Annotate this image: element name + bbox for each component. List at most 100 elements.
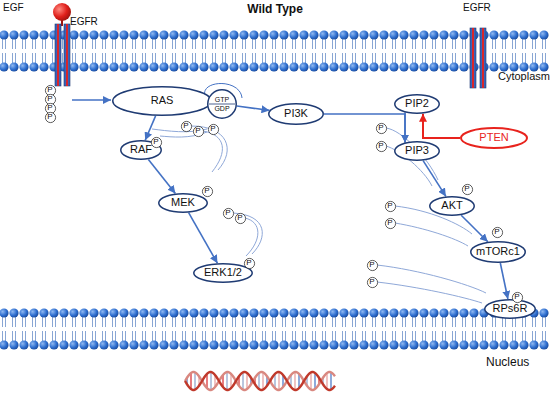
- lipid-tail: [122, 53, 123, 63]
- lipid-tail: [5, 331, 6, 341]
- lipid-head: [459, 30, 468, 39]
- lipid-head: [99, 30, 108, 39]
- lipid-head: [299, 340, 308, 349]
- lipid-tail: [82, 39, 83, 49]
- protein-name: RAF: [130, 144, 152, 156]
- lipid-tail: [115, 39, 116, 49]
- phospho-curve: [377, 282, 482, 303]
- lipid-head: [259, 340, 268, 349]
- lipid-head: [0, 340, 9, 349]
- lipid-tail: [275, 53, 276, 63]
- lipid-head: [269, 308, 278, 317]
- phosphate-label: P: [47, 95, 52, 103]
- lipid-tail: [72, 53, 73, 63]
- lipid-tail: [352, 53, 353, 63]
- ellipse-shape: [395, 95, 440, 114]
- gtp-gdp-circle: GTPGDP: [207, 89, 237, 119]
- lipid-tail: [415, 317, 416, 327]
- ellipse-shape: [485, 300, 536, 319]
- lipid-tail: [135, 331, 136, 341]
- lipid-tail: [422, 53, 423, 63]
- lipid-tail: [122, 39, 123, 49]
- lipid-tail: [235, 331, 236, 341]
- lipid-tail: [205, 331, 206, 341]
- lipid-tail: [172, 331, 173, 341]
- lipid-head: [249, 308, 258, 317]
- lipid-tail: [152, 53, 153, 63]
- dna-rung: [226, 372, 227, 390]
- receptor-bar: [480, 28, 486, 88]
- lipid-tail: [245, 317, 246, 327]
- phosphate-circle: P: [235, 213, 246, 224]
- lipid-tail: [425, 39, 426, 49]
- lipid-tail: [462, 39, 463, 49]
- phosphate-circle: P: [376, 141, 387, 152]
- lipid-head: [429, 340, 438, 349]
- lipid-tail: [395, 39, 396, 49]
- lipid-tail: [252, 317, 253, 327]
- lipid-tail: [165, 331, 166, 341]
- circle-shape: [462, 184, 472, 194]
- protein-ellipse: ERK1/2: [193, 263, 253, 283]
- lipid-tail: [272, 39, 273, 49]
- phosphate-label: P: [494, 228, 499, 236]
- lipid-head: [169, 62, 178, 71]
- protein-name: RPs6R: [493, 303, 528, 315]
- lipid-head: [9, 340, 18, 349]
- lipid-tail: [532, 317, 533, 327]
- lipid-tail: [172, 39, 173, 49]
- lipid-tail: [132, 331, 133, 341]
- lipid-tail: [325, 53, 326, 63]
- lipid-tail: [142, 53, 143, 63]
- lipid-tail: [195, 317, 196, 327]
- lipid-head: [329, 308, 338, 317]
- lipid-head: [389, 30, 398, 39]
- lipid-head: [409, 62, 418, 71]
- lipid-head: [149, 62, 158, 71]
- lipid-tail: [405, 317, 406, 327]
- lipid-head: [19, 30, 28, 39]
- lipid-tail: [365, 53, 366, 63]
- lipid-tail: [435, 331, 436, 341]
- lipid-tail: [372, 39, 373, 49]
- lipid-head: [159, 30, 168, 39]
- lipid-head: [39, 340, 48, 349]
- phosphate-circle: P: [202, 186, 213, 197]
- lipid-tail: [385, 331, 386, 341]
- lipid-tail: [305, 331, 306, 341]
- lipid-tail: [425, 317, 426, 327]
- lipid-tail: [315, 39, 316, 49]
- lipid-head: [219, 62, 228, 71]
- lipid-tail: [405, 39, 406, 49]
- dna-rung: [326, 373, 327, 389]
- lipid-tail: [532, 331, 533, 341]
- lipid-tail: [105, 317, 106, 327]
- dna-rung: [294, 372, 295, 390]
- phosphate-circle: P: [367, 260, 378, 271]
- lipid-tail: [352, 331, 353, 341]
- lipid-tail: [365, 317, 366, 327]
- lipid-tail: [272, 331, 273, 341]
- lipid-tail: [102, 53, 103, 63]
- lipid-tail: [445, 317, 446, 327]
- lipid-tail: [355, 331, 356, 341]
- lipid-head: [9, 62, 18, 71]
- phosphate-label: P: [47, 113, 52, 121]
- lipid-tail: [485, 331, 486, 341]
- lipid-head: [199, 308, 208, 317]
- lipid-tail: [305, 53, 306, 63]
- lipid-tail: [85, 39, 86, 49]
- lipid-head: [299, 62, 308, 71]
- lipid-tail: [375, 53, 376, 63]
- lipid-head: [409, 308, 418, 317]
- lipid-tail: [192, 39, 193, 49]
- dna-rung: [310, 372, 311, 389]
- phosphate-circle: P: [385, 218, 396, 229]
- lipid-tail: [305, 39, 306, 49]
- lipid-tail: [525, 39, 526, 49]
- lipid-tail: [135, 39, 136, 49]
- text-label: EGFR: [70, 16, 98, 27]
- lipid-head: [539, 340, 548, 349]
- phosphate-circle: P: [367, 277, 378, 288]
- lipid-head: [359, 30, 368, 39]
